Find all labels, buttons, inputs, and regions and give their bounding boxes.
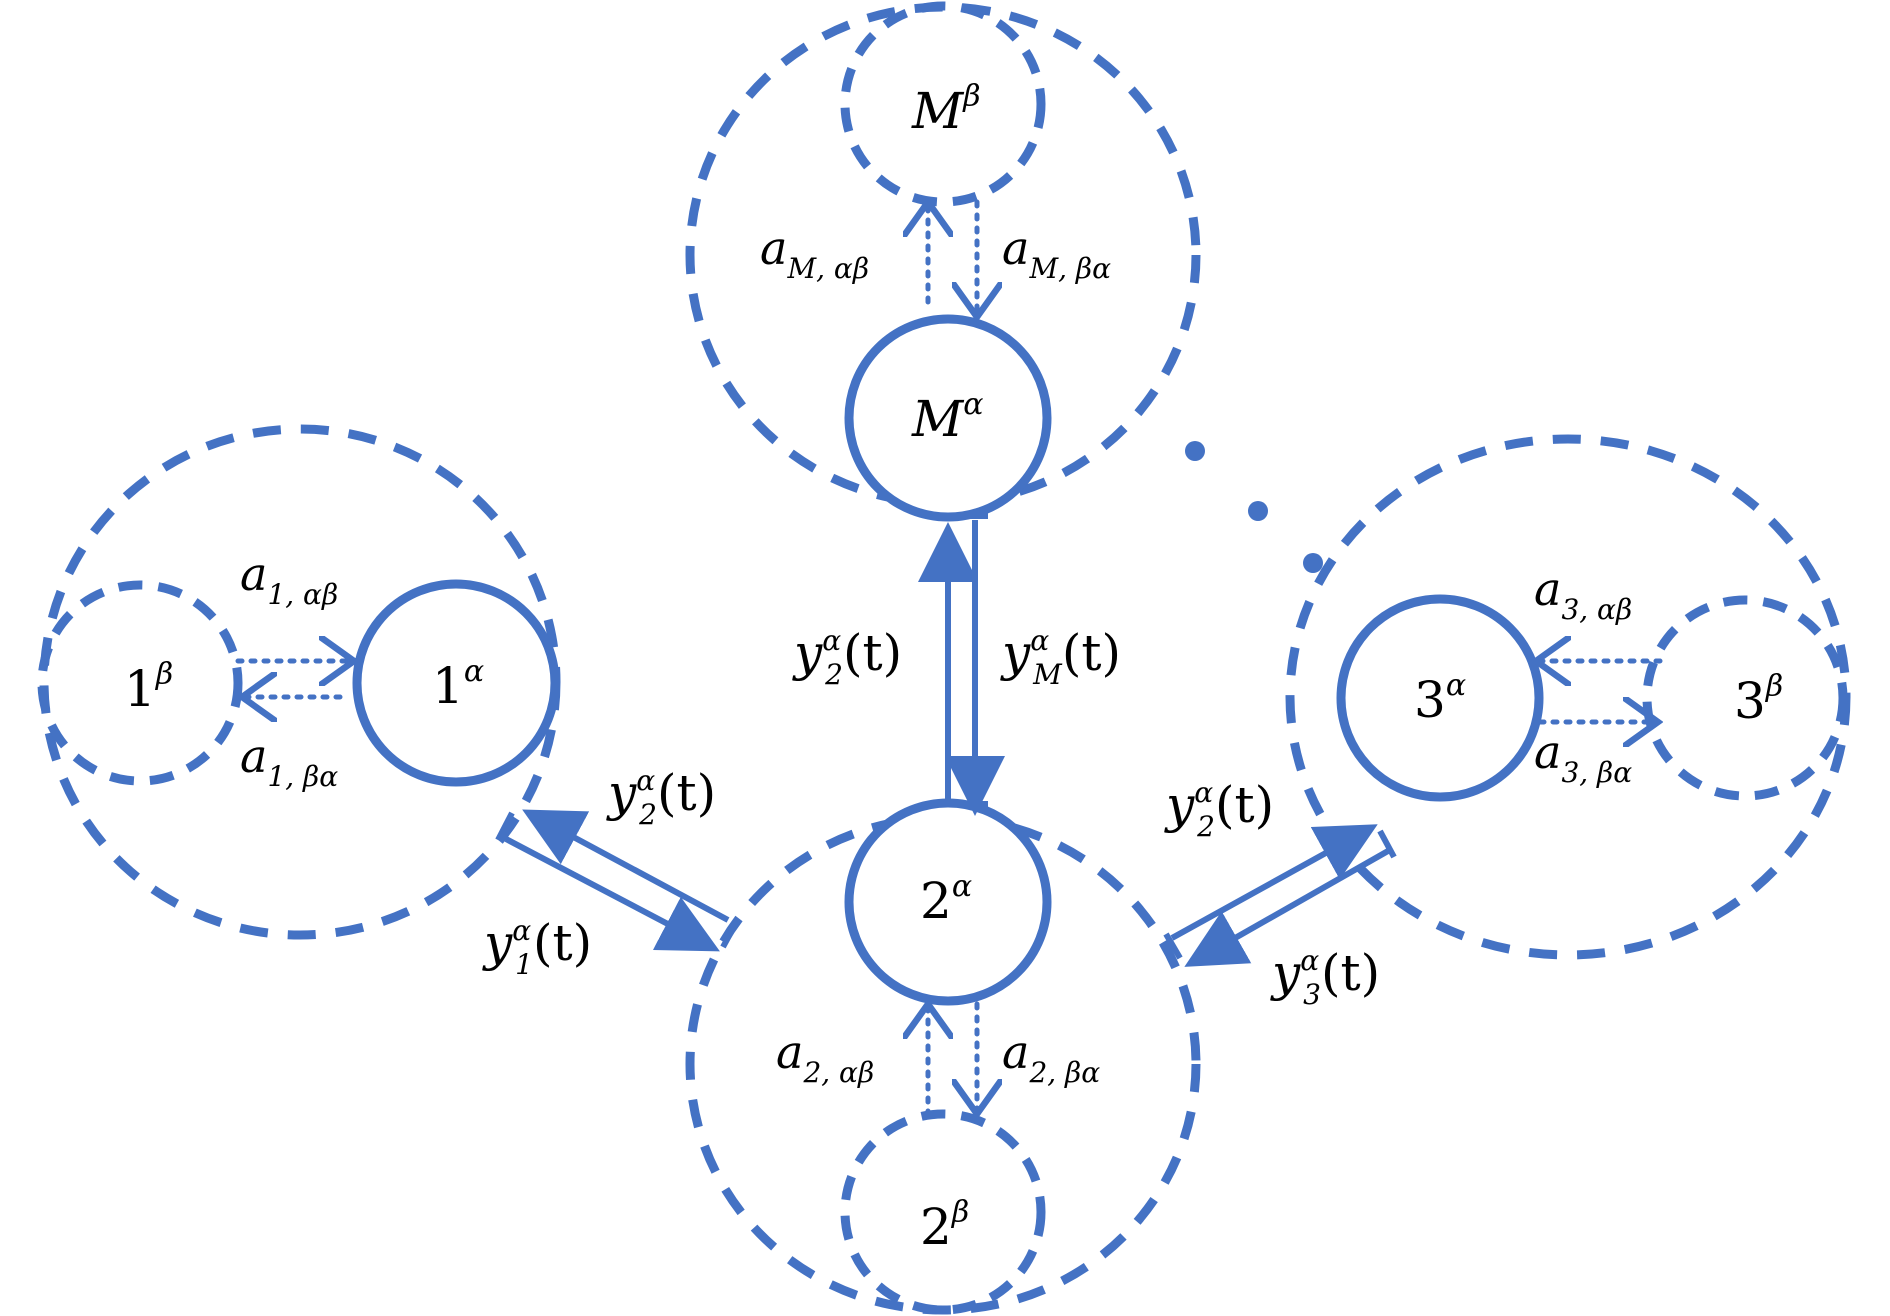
node-label-1-alpha: 1α: [432, 654, 484, 715]
beta-circle-m: [840, 1, 1046, 207]
rate-label-3-ab: a3, αβ: [1534, 562, 1632, 626]
flow-end-bar: [720, 919, 740, 949]
node-label-1-beta: 1β: [124, 657, 173, 718]
ellipsis-dot: [1303, 553, 1323, 573]
rate-label-m-ba: aM, βα: [1002, 221, 1111, 285]
ellipsis-dot: [1185, 441, 1205, 461]
ellipsis-dot: [1248, 501, 1268, 521]
beta-circle-3: [1642, 595, 1848, 801]
flow-arrow-3-to-2: [1184, 848, 1390, 967]
beta-circle-2: [840, 1109, 1046, 1315]
flow-end-bar: [1377, 829, 1397, 859]
rate-label-1-ba: a1, βα: [240, 729, 338, 793]
node-label-3-beta: 3β: [1734, 669, 1783, 730]
flow-end-bar: [1163, 932, 1183, 960]
rate-label-2-ba: a2, βα: [1002, 1025, 1100, 1089]
node-label-2-beta: 2β: [920, 1195, 969, 1256]
node-label-m-alpha: Mα: [911, 387, 983, 448]
rate-label-3-ba: a3, βα: [1534, 725, 1632, 789]
rate-label-m-ab: aM, αβ: [760, 221, 869, 285]
rate-label-1-ab: a1, αβ: [240, 547, 338, 611]
node-label-2-alpha: 2α: [920, 869, 972, 930]
alpha-circle-3: [1336, 594, 1544, 802]
node-label-3-alpha: 3α: [1414, 668, 1466, 729]
rate-label-2-ab: a2, αβ: [776, 1025, 874, 1089]
node-label-m-beta: Mβ: [911, 79, 981, 140]
flow-arrow-1-to-2: [504, 836, 720, 952]
flow-end-bar: [495, 811, 515, 842]
